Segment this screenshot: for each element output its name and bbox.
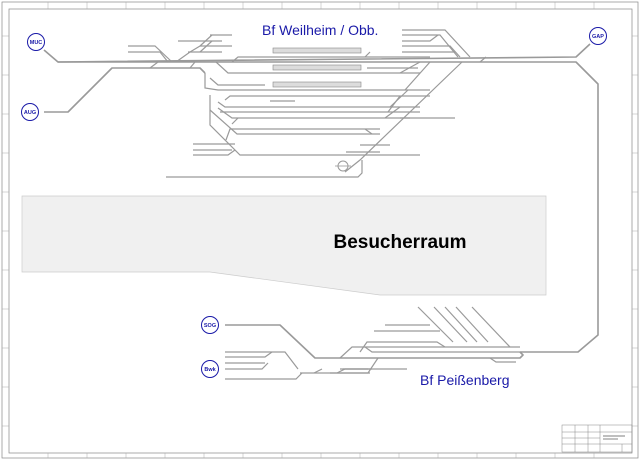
station-title-peissenberg: Bf Peißenberg [420,372,510,388]
connection-bwk: Bwk [201,360,219,378]
room-label: Besucherraum [333,232,466,253]
svg-text:MUC: MUC [30,40,43,46]
svg-text:GAP: GAP [592,34,604,40]
visitor-room: Besucherraum [21,195,547,296]
peissenberg-tracks [225,306,524,380]
svg-text:AUG: AUG [24,110,36,116]
connection-aug: AUG [21,103,39,121]
station-title-weilheim: Bf Weilheim / Obb. [262,22,378,38]
svg-text:Bwk: Bwk [204,367,216,373]
weilheim-tracks [43,29,599,353]
platform [272,81,362,88]
connection-muc: MUC [27,33,45,51]
connection-sog: SOG [201,316,219,334]
svg-text:SOG: SOG [204,323,216,329]
connection-gap: GAP [589,27,607,45]
title-block [561,424,633,453]
platform [272,64,362,71]
platform [272,47,362,54]
